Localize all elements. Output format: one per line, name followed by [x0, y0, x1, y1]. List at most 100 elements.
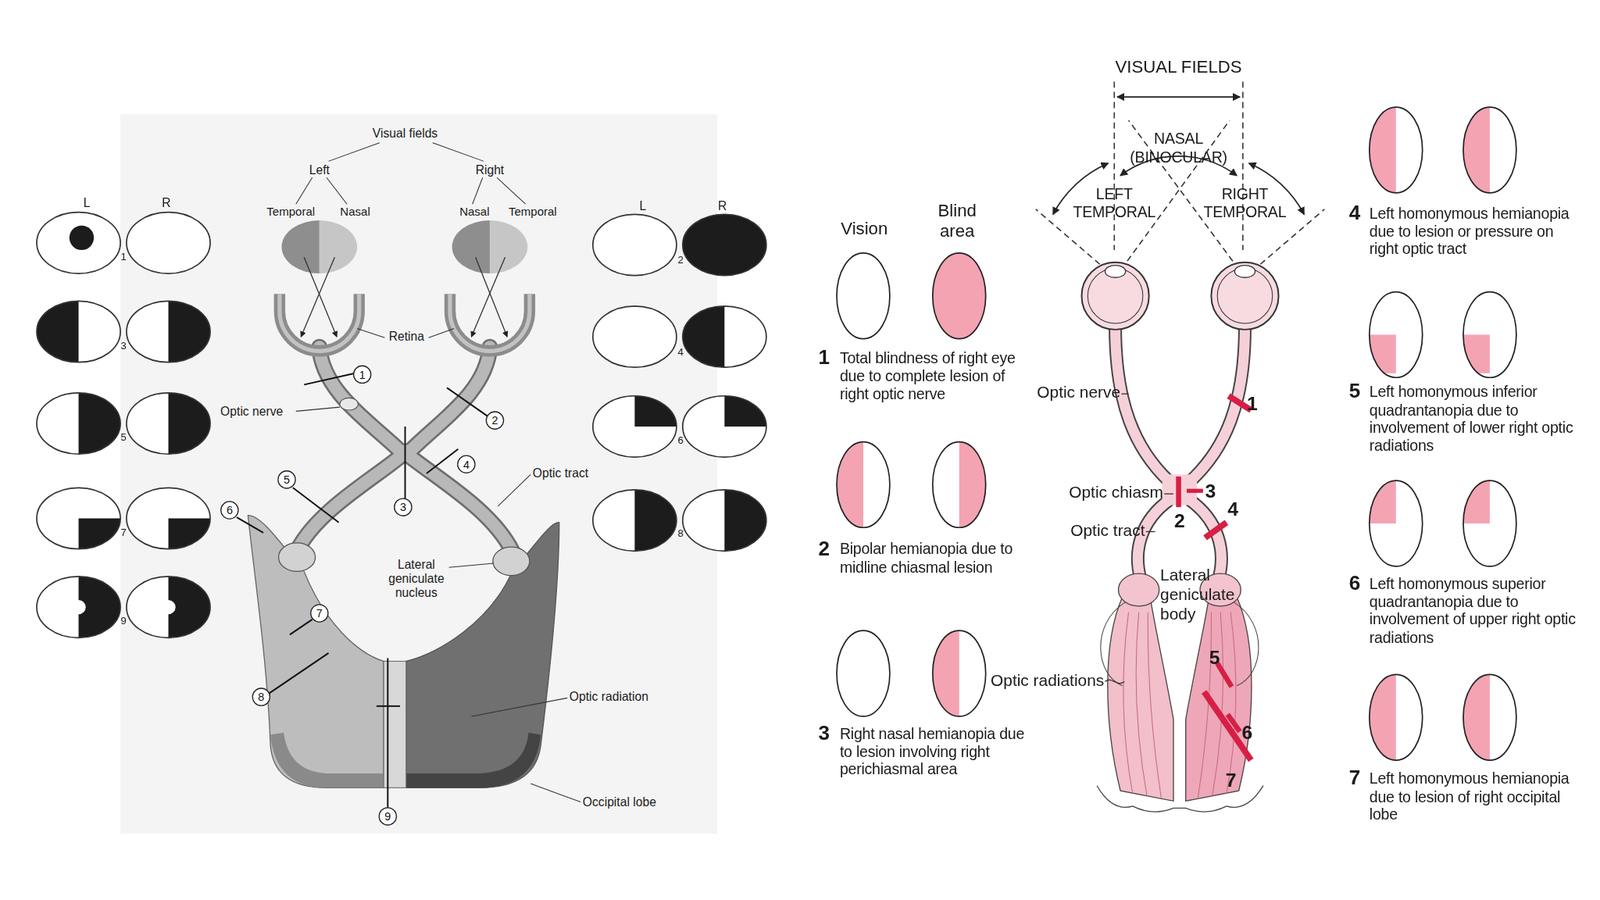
callout-circle: 5 [277, 470, 297, 490]
field-number: 2 [672, 253, 690, 266]
visual-field-blob [281, 220, 528, 274]
label-leader [296, 328, 581, 803]
lesion-line [268, 653, 329, 694]
visual-field [592, 214, 677, 275]
blind-area [682, 396, 767, 458]
label-leader [296, 407, 340, 411]
visual-field [36, 576, 121, 638]
retina [450, 293, 530, 351]
visual-field [36, 487, 121, 549]
lesion-bar [1205, 522, 1227, 539]
visual-field [682, 396, 767, 458]
retina [279, 293, 530, 351]
visual-field [36, 300, 121, 362]
field-outline [836, 442, 890, 529]
field-outline [126, 212, 211, 274]
blind-area [682, 214, 767, 275]
visual-field [1369, 480, 1423, 567]
field-boundary [1114, 81, 1116, 250]
visual-field-chart [36, 107, 1517, 761]
blind-area [592, 489, 677, 551]
optic-nerve-marker [339, 397, 359, 411]
optic-pathway [407, 455, 512, 552]
structure-label: Optic radiation [569, 689, 683, 704]
structure-label: Retina [389, 329, 450, 344]
blind-area [1369, 334, 1397, 373]
callout-number: 3 [400, 500, 407, 514]
optic-radiation [1185, 596, 1252, 801]
visual-field [1369, 292, 1423, 379]
lesion-line [292, 487, 340, 522]
callout-circle: 6 [220, 500, 240, 520]
field-arrow [1117, 96, 1240, 98]
blind-area [1463, 292, 1517, 379]
blind-area [682, 214, 767, 275]
optic-pathway [297, 346, 512, 551]
light-ray [300, 257, 335, 337]
caption-text: Right nasal hemianopia due to lesion inv… [839, 724, 1034, 779]
light-ray [471, 257, 505, 337]
callout-number: 5 [283, 473, 290, 486]
panel-background [120, 114, 718, 834]
lesion-line [236, 373, 488, 808]
blind-area [1463, 480, 1517, 567]
visual-field [126, 392, 211, 454]
visual-field [682, 306, 767, 368]
lesion-line [303, 373, 354, 385]
lateral-geniculate [1118, 573, 1160, 607]
lateral-geniculate [492, 546, 530, 576]
callout-number: 6 [226, 503, 233, 517]
field-outline [1369, 480, 1423, 567]
blind-area [126, 392, 211, 454]
lesion-line [236, 517, 264, 533]
visual-field [836, 442, 890, 529]
blind-area [168, 392, 211, 454]
callout-circle: 1 [353, 365, 372, 385]
optic-radiation [247, 515, 559, 789]
blind-area [36, 300, 79, 362]
label-leader [326, 177, 347, 204]
blind-area [592, 489, 677, 551]
field-outline [126, 300, 211, 362]
field-half-label: Nasal [443, 205, 505, 220]
caption-number: 4 [1349, 200, 1370, 225]
blind-area [1369, 674, 1423, 761]
side-label: Right [449, 163, 531, 178]
blind-area [932, 253, 986, 340]
structure-label: Optic tract [532, 466, 625, 481]
visual-field [836, 630, 890, 717]
field-zone-label: RIGHT TEMPORAL [1199, 184, 1292, 221]
field-outline [1463, 292, 1517, 379]
eyeball [1081, 262, 1279, 330]
blind-area [69, 225, 94, 250]
blind-area [836, 253, 890, 340]
blind-area [592, 306, 677, 368]
field-number: 8 [672, 527, 690, 540]
field-boundary [1035, 81, 1325, 278]
optic-radiation [1107, 596, 1174, 801]
blind-area [36, 392, 121, 454]
eyeball [1234, 265, 1255, 279]
optic-pathway [297, 455, 402, 550]
lesion-number: 1 [1246, 392, 1268, 416]
blind-area [592, 306, 677, 368]
optic-radiation [247, 515, 384, 789]
heading-label: VISUAL FIELDS [1076, 57, 1281, 78]
blind-area [932, 630, 986, 717]
blind-area [836, 253, 890, 340]
blind-area [1463, 107, 1490, 193]
optic-pathway-outline [407, 455, 512, 552]
blind-area [836, 630, 890, 717]
blind-area [1369, 480, 1423, 567]
optic-radiation [1107, 596, 1252, 801]
field-zone-label: LEFT TEMPORAL [1068, 184, 1161, 221]
field-half-label: Temporal [250, 205, 332, 220]
optic-pathway-outline [410, 346, 490, 451]
blind-area [1369, 292, 1423, 379]
blind-area [592, 214, 677, 275]
field-outline [36, 576, 121, 638]
callout-circle: 7 [310, 603, 329, 623]
structure-label: Optic nerve [220, 403, 313, 418]
